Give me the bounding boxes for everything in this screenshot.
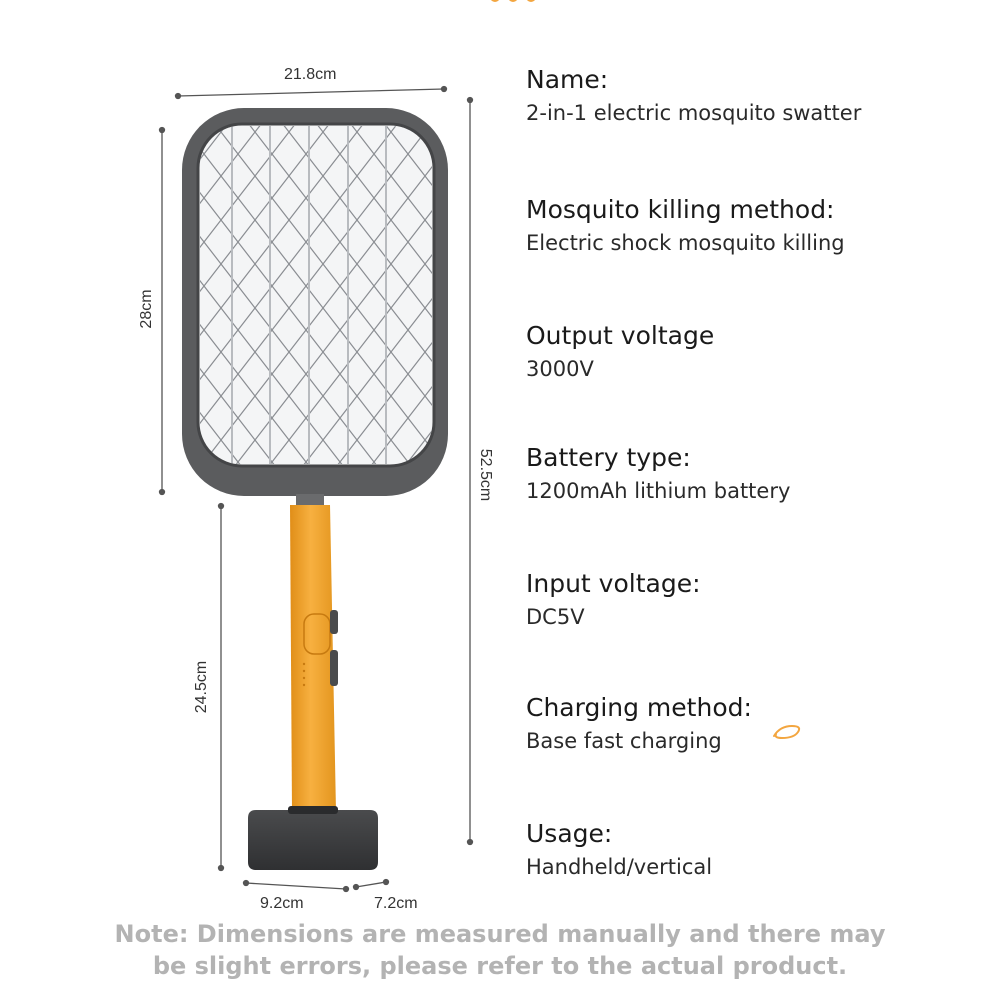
dim-base-width: 9.2cm xyxy=(260,895,304,912)
racket-head xyxy=(182,108,448,496)
spec-label: Mosquito killing method: xyxy=(526,195,835,224)
disclaimer-note: Note: Dimensions are measured manually a… xyxy=(0,918,1000,982)
spec-output-voltage-row: Output voltage 3000V xyxy=(526,320,986,384)
spec-value: Electric shock mosquito killing xyxy=(526,231,845,255)
spec-value: Handheld/vertical xyxy=(526,855,713,879)
squiggle-decoration xyxy=(773,724,801,740)
spec-battery-type-row: Battery type: 1200mAh lithium battery xyxy=(526,442,986,506)
spec-label: Charging method: xyxy=(526,693,752,722)
dim-base-depth: 7.2cm xyxy=(374,895,418,912)
charging-base xyxy=(248,806,378,870)
spec-usage-row: Usage: Handheld/vertical xyxy=(526,818,986,882)
dim-width-top: 21.8cm xyxy=(284,66,337,83)
spec-value: 3000V xyxy=(526,357,594,381)
spec-label: Name: xyxy=(526,65,609,94)
spec-value: DC5V xyxy=(526,605,585,629)
spec-value: 2-in-1 electric mosquito swatter xyxy=(526,101,862,125)
note-line-2: be slight errors, please refer to the ac… xyxy=(152,952,848,980)
dim-handle-height: 24.5cm xyxy=(193,660,210,714)
spec-value: Base fast charging xyxy=(526,729,722,753)
mosquito-swatter-illustration xyxy=(158,85,474,893)
spec-name-row: Name: 2-in-1 electric mosquito swatter xyxy=(526,64,986,128)
top-decoration-dots xyxy=(491,0,535,2)
spec-killing-method-row: Mosquito killing method: Electric shock … xyxy=(526,194,986,258)
spec-label: Battery type: xyxy=(526,443,691,472)
spec-value: 1200mAh lithium battery xyxy=(526,479,791,503)
racket-handle xyxy=(290,494,338,812)
spec-charging-method-row: Charging method: Base fast charging xyxy=(526,692,986,756)
dim-total-height: 52.5cm xyxy=(477,448,494,502)
spec-label: Usage: xyxy=(526,819,613,848)
spec-label: Input voltage: xyxy=(526,569,701,598)
spec-input-voltage-row: Input voltage: DC5V xyxy=(526,568,986,632)
spec-label: Output voltage xyxy=(526,321,715,350)
note-line-1: Note: Dimensions are measured manually a… xyxy=(114,920,886,948)
dim-head-height: 28cm xyxy=(138,289,155,329)
dimension-lines xyxy=(158,85,474,893)
